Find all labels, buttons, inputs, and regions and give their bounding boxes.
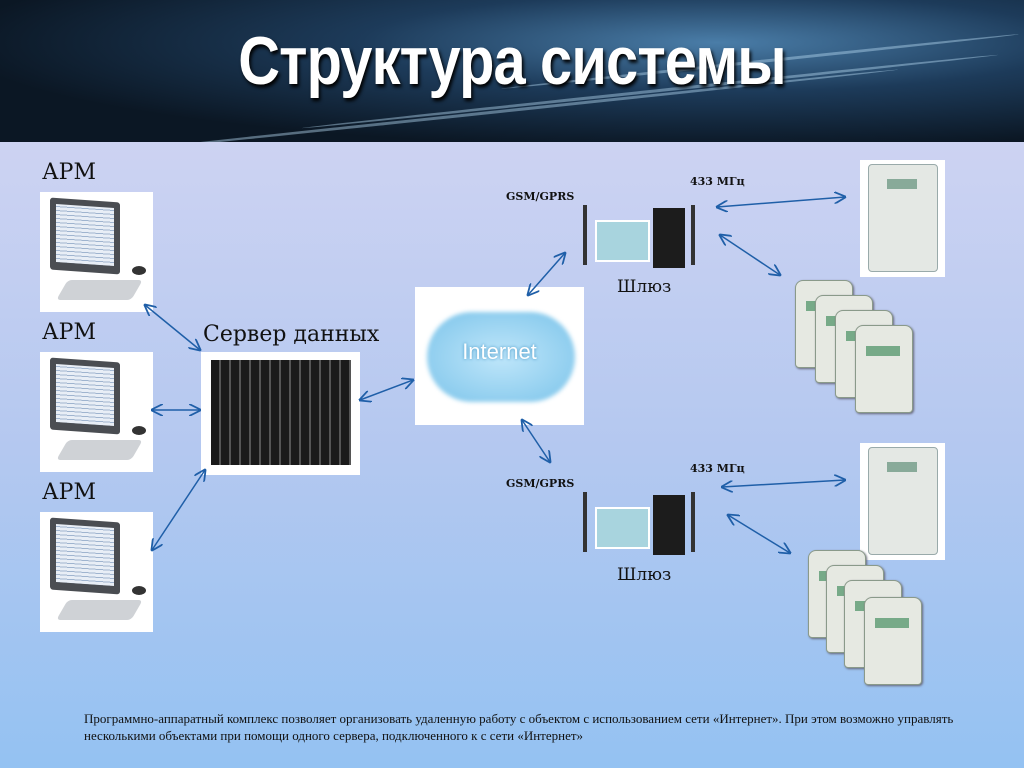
workstation-computer-image: [40, 352, 153, 472]
arrow: [728, 515, 790, 553]
internet-label: Internet: [462, 339, 537, 364]
arrow: [717, 197, 845, 207]
workstation-label: АРМ: [42, 160, 96, 185]
arrow: [522, 420, 550, 462]
arrow: [360, 380, 413, 400]
description-text: Программно-аппаратный комплекс позволяет…: [84, 711, 954, 743]
electric-meter-image: [860, 160, 945, 277]
internet-cloud-image: Internet: [415, 287, 584, 425]
arrow: [720, 235, 780, 275]
gateway-label: Шлюз: [617, 565, 672, 585]
electric-meter-image: [860, 443, 945, 560]
gateway-image: [575, 205, 705, 275]
arrow: [152, 470, 205, 550]
gateway-image: [575, 492, 705, 562]
radio-label: 433 МГц: [690, 175, 745, 188]
workstation-label: АРМ: [42, 320, 96, 345]
server-label: Сервер данных: [203, 322, 380, 347]
slide-title: Структура системы: [238, 23, 786, 99]
gateway-label: Шлюз: [617, 277, 672, 297]
workstation-label: АРМ: [42, 480, 96, 505]
gsm-label: GSM/GPRS: [506, 190, 575, 203]
arrow: [528, 253, 565, 295]
workstation-computer-image: [40, 512, 153, 632]
workstation-computer-image: [40, 192, 153, 312]
arrow: [145, 305, 200, 350]
gsm-label: GSM/GPRS: [506, 477, 575, 490]
arrow: [722, 480, 845, 487]
server-image: [201, 352, 360, 475]
radio-label: 433 МГц: [690, 462, 745, 475]
header-banner: Структура системы: [0, 0, 1024, 142]
